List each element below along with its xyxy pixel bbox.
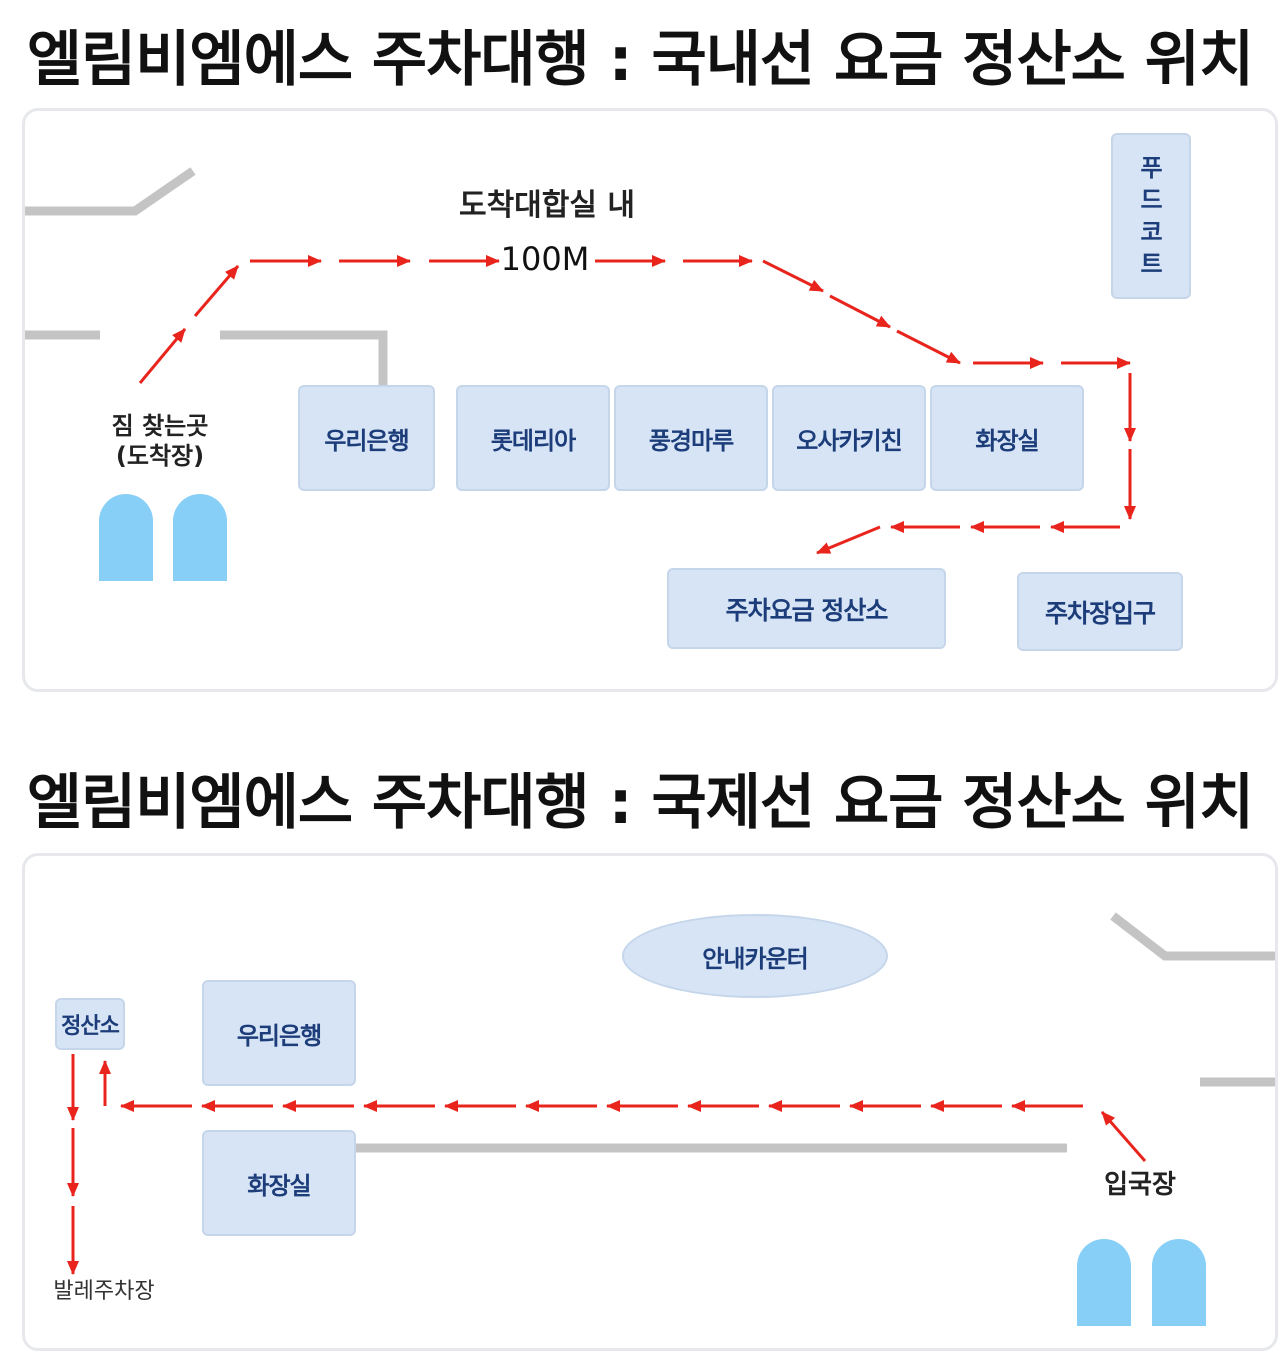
food-court-char: 코 <box>1140 218 1162 246</box>
parking-fee-office: 주차요금 정산소 <box>667 568 946 649</box>
domestic-map-layout <box>25 167 1136 581</box>
food-court-char: 푸 <box>1140 154 1162 182</box>
baggage-claim-subline: (도착장) <box>115 442 205 470</box>
international-title: 엘림비엠에스 주차대행 : 국제선 요금 정산소 위치 <box>26 768 1254 838</box>
room-woori-bank: 우리은행 <box>202 980 356 1086</box>
route-arrow <box>829 294 891 329</box>
international-map-panel: 안내카운터 정산소 우리은행 화장실 입국장 발레주차장 <box>22 853 1278 1351</box>
route-arrow <box>816 525 881 555</box>
route-arrow <box>762 259 824 293</box>
info-counter: 안내카운터 <box>622 914 888 998</box>
route-arrow <box>193 265 240 317</box>
distance-label: 100M <box>500 240 590 278</box>
international-map-layout <box>67 912 1275 1326</box>
door-icon <box>1152 1239 1206 1326</box>
room-restroom: 화장실 <box>202 1130 356 1236</box>
baggage-claim-line: 짐 찾는곳 <box>111 412 209 440</box>
entrance-doors <box>99 494 227 581</box>
wall-lines <box>355 912 1275 1153</box>
route-arrow <box>138 328 187 384</box>
room-osaka-kitchen: 오사카키친 <box>772 385 926 491</box>
domestic-title: 엘림비엠에스 주차대행 : 국내선 요금 정산소 위치 <box>26 25 1254 95</box>
arrival-hall-label: 입국장 <box>1104 1170 1176 1200</box>
baggage-claim-label: 짐 찾는곳 (도착장) <box>85 411 235 471</box>
route-arrow <box>896 329 961 365</box>
valet-parking-label: 발레주차장 <box>53 1279 155 1304</box>
door-icon <box>1077 1239 1131 1326</box>
door-icon <box>173 494 227 581</box>
food-court-char: 드 <box>1140 186 1162 214</box>
domestic-map-panel: 푸 드 코 트 우리은행 롯데리아 풍경마루 오사카키친 화장실 주차요금 정산… <box>22 108 1278 692</box>
arrival-hall-route-label: 도착대합실 내 <box>458 188 636 223</box>
route-arrows <box>138 255 1136 555</box>
food-court-char: 트 <box>1140 250 1162 278</box>
room-lotteria: 롯데리아 <box>456 385 610 491</box>
door-icon <box>99 494 153 581</box>
food-court-box: 푸 드 코 트 <box>1111 133 1191 299</box>
arrival-doors <box>1077 1239 1206 1326</box>
parking-entrance: 주차장입구 <box>1017 572 1183 651</box>
room-woori-bank: 우리은행 <box>298 385 435 491</box>
route-arrows <box>67 1054 1147 1275</box>
fee-office: 정산소 <box>55 998 125 1050</box>
wall-lines <box>25 167 388 386</box>
room-pungyeong-maru: 풍경마루 <box>614 385 768 491</box>
room-restroom: 화장실 <box>930 385 1084 491</box>
route-arrow <box>1100 1111 1147 1162</box>
